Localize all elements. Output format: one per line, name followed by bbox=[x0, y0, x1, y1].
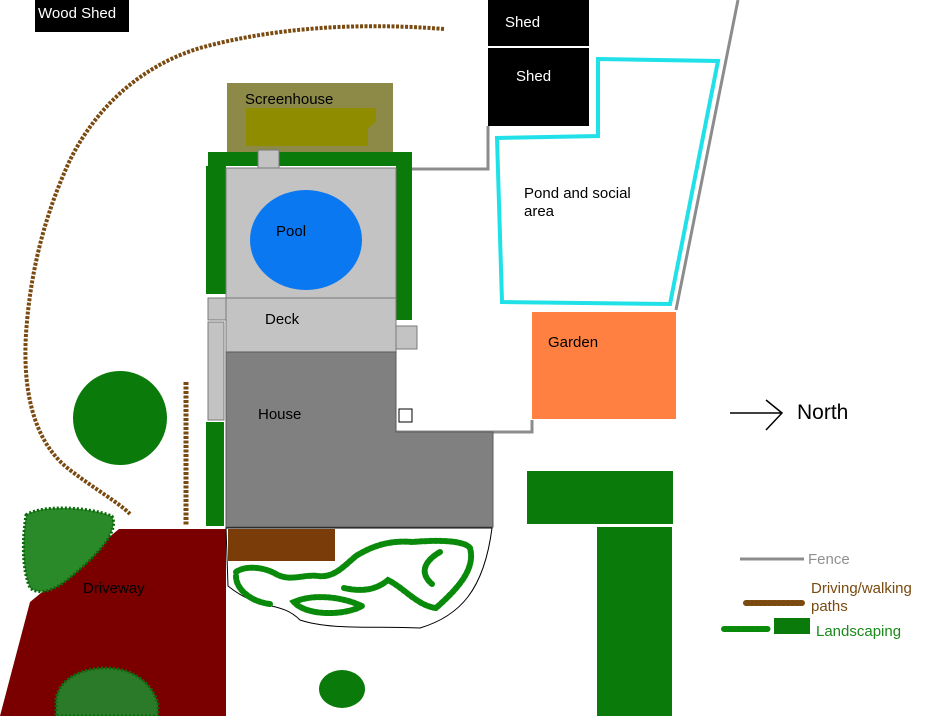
legend-landscaping-symbol bbox=[721, 618, 810, 634]
shed-main bbox=[488, 48, 589, 126]
house bbox=[225, 351, 494, 528]
deck-step-east bbox=[395, 325, 418, 350]
hedge-pool-west bbox=[206, 166, 226, 294]
pool bbox=[250, 190, 362, 290]
fence-line-east bbox=[674, 0, 740, 311]
hedge-house-west bbox=[206, 422, 224, 526]
deck bbox=[225, 297, 397, 353]
deck-walkway-west bbox=[207, 321, 225, 421]
tree-west bbox=[73, 371, 167, 465]
legend-paths-label-line2: paths bbox=[811, 598, 848, 615]
shrub-driveway-south bbox=[54, 666, 160, 716]
shed-north bbox=[488, 0, 589, 46]
house-chimney-square bbox=[398, 408, 413, 423]
driveway bbox=[0, 529, 226, 716]
legend-paths-label-line1: Driving/walking bbox=[811, 580, 912, 597]
walking-path bbox=[23, 24, 445, 516]
garden bbox=[532, 312, 676, 419]
fence-line-north bbox=[404, 126, 490, 171]
shrub-driveway-nw bbox=[21, 506, 115, 593]
shed-top-label: Shed bbox=[505, 14, 541, 31]
north-arrow-icon bbox=[730, 399, 784, 431]
house-label: House bbox=[258, 406, 302, 423]
hedge-pool-east bbox=[396, 166, 412, 320]
pond-social-area-outline bbox=[494, 56, 721, 307]
pool-label: Pool bbox=[276, 223, 307, 240]
hedge-north bbox=[208, 152, 412, 166]
screenhouse-label: Screenhouse bbox=[245, 91, 334, 108]
landscaping-bed-plants bbox=[233, 537, 475, 617]
shed-main-label: Shed bbox=[516, 68, 552, 85]
pond-label-line2: area bbox=[524, 203, 555, 220]
deck-label: Deck bbox=[265, 311, 300, 328]
screenhouse-interior bbox=[246, 108, 376, 146]
shrub-south bbox=[319, 670, 365, 708]
legend-fence-label: Fence bbox=[808, 551, 850, 568]
landscaping-east-lower bbox=[597, 527, 672, 716]
garden-label: Garden bbox=[548, 334, 599, 351]
landscaping-east-upper bbox=[527, 471, 673, 524]
legend-landscaping-label: Landscaping bbox=[816, 623, 902, 640]
garden-bed-brown bbox=[228, 529, 335, 561]
deck-step-west bbox=[207, 297, 227, 321]
pond-label-line1: Pond and social bbox=[524, 185, 631, 202]
landscaping-bed-outline bbox=[225, 527, 493, 629]
screenhouse-door bbox=[257, 149, 280, 169]
wood-shed bbox=[35, 0, 129, 32]
fence-line-south bbox=[396, 420, 534, 434]
wood-shed-label: Wood Shed bbox=[38, 5, 117, 22]
driveway-label: Driveway bbox=[83, 580, 145, 597]
north-label: North bbox=[797, 401, 849, 424]
